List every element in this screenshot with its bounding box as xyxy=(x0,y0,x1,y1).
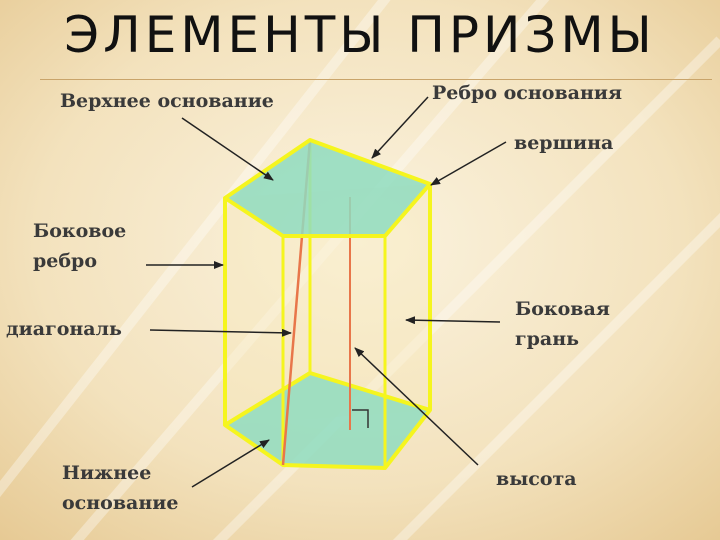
bottom-base xyxy=(223,371,432,470)
title-divider xyxy=(40,79,712,80)
top-base xyxy=(223,138,432,238)
label-lateral-face-line2: грань xyxy=(515,328,580,350)
label-vertex: вершина xyxy=(514,132,614,154)
label-diagonal: диагональ xyxy=(6,318,122,340)
label-height: высота xyxy=(496,468,577,490)
right-angle-mark xyxy=(352,409,369,428)
label-base-edge: Ребро основания xyxy=(432,82,622,104)
label-lateral-edge-line1: Боковое xyxy=(33,220,127,242)
arrow-base-edge xyxy=(371,96,429,159)
arrow-lateral-face xyxy=(405,316,501,325)
arrow-top-base xyxy=(181,117,274,181)
label-bottom-base-line2: основание xyxy=(62,492,179,514)
label-top-base: Верхнее основание xyxy=(60,90,274,112)
arrow-height xyxy=(354,347,479,466)
label-bottom-base: Нижнее основание xyxy=(62,458,178,518)
page-title: ЭЛЕМЕНТЫ ПРИЗМЫ xyxy=(64,6,656,64)
label-lateral-edge-line2: ребро xyxy=(33,250,98,272)
arrow-diagonal xyxy=(149,328,292,337)
arrow-vertex xyxy=(430,141,507,186)
arrow-bottom-base xyxy=(191,439,270,488)
label-lateral-edge: Боковое ребро xyxy=(33,216,126,276)
lateral-face xyxy=(225,184,430,425)
label-bottom-base-line1: Нижнее xyxy=(62,462,152,484)
label-lateral-face: Боковая грань xyxy=(515,294,610,354)
label-lateral-face-line1: Боковая xyxy=(515,298,610,320)
